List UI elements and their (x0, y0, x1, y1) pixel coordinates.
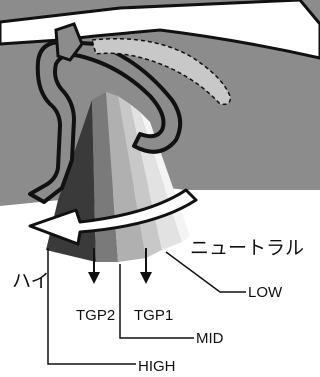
label-low: LOW (248, 284, 283, 301)
label-tgp2: TGP2 (76, 307, 115, 324)
label-tgp1: TGP1 (134, 307, 173, 324)
label-high: HIGH (138, 358, 176, 372)
label-neutral: ニュートラル (190, 237, 304, 259)
label-hi: ハイ (12, 270, 50, 292)
label-mid: MID (196, 330, 224, 347)
